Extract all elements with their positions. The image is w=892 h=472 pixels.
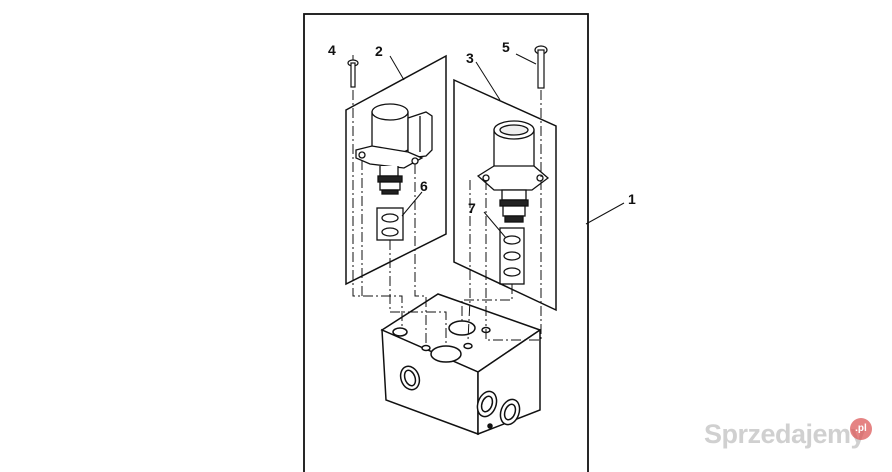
screw-5 xyxy=(534,45,548,89)
solenoid-valve-right xyxy=(476,120,550,223)
watermark-text: Sprzedajemy xyxy=(704,419,866,449)
callout-7: 7 xyxy=(468,200,476,216)
callout-3: 3 xyxy=(466,50,474,66)
callout-5: 5 xyxy=(502,39,510,55)
solenoid-valve-left xyxy=(355,103,433,195)
manifold-block xyxy=(380,293,542,436)
leader-lines xyxy=(352,53,625,239)
watermark-badge: .pl xyxy=(850,418,872,440)
callout-2: 2 xyxy=(375,43,383,59)
screw-4 xyxy=(347,59,359,88)
o-ring-kit-left xyxy=(376,207,404,241)
assembly-centerlines xyxy=(352,90,542,346)
right-kit-panel xyxy=(453,78,557,312)
assembly-frame xyxy=(303,13,589,472)
left-kit-panel xyxy=(345,54,447,286)
callout-1: 1 xyxy=(628,191,636,207)
callout-6: 6 xyxy=(420,178,428,194)
o-ring-kit-right xyxy=(499,227,525,285)
callout-4: 4 xyxy=(328,42,336,58)
